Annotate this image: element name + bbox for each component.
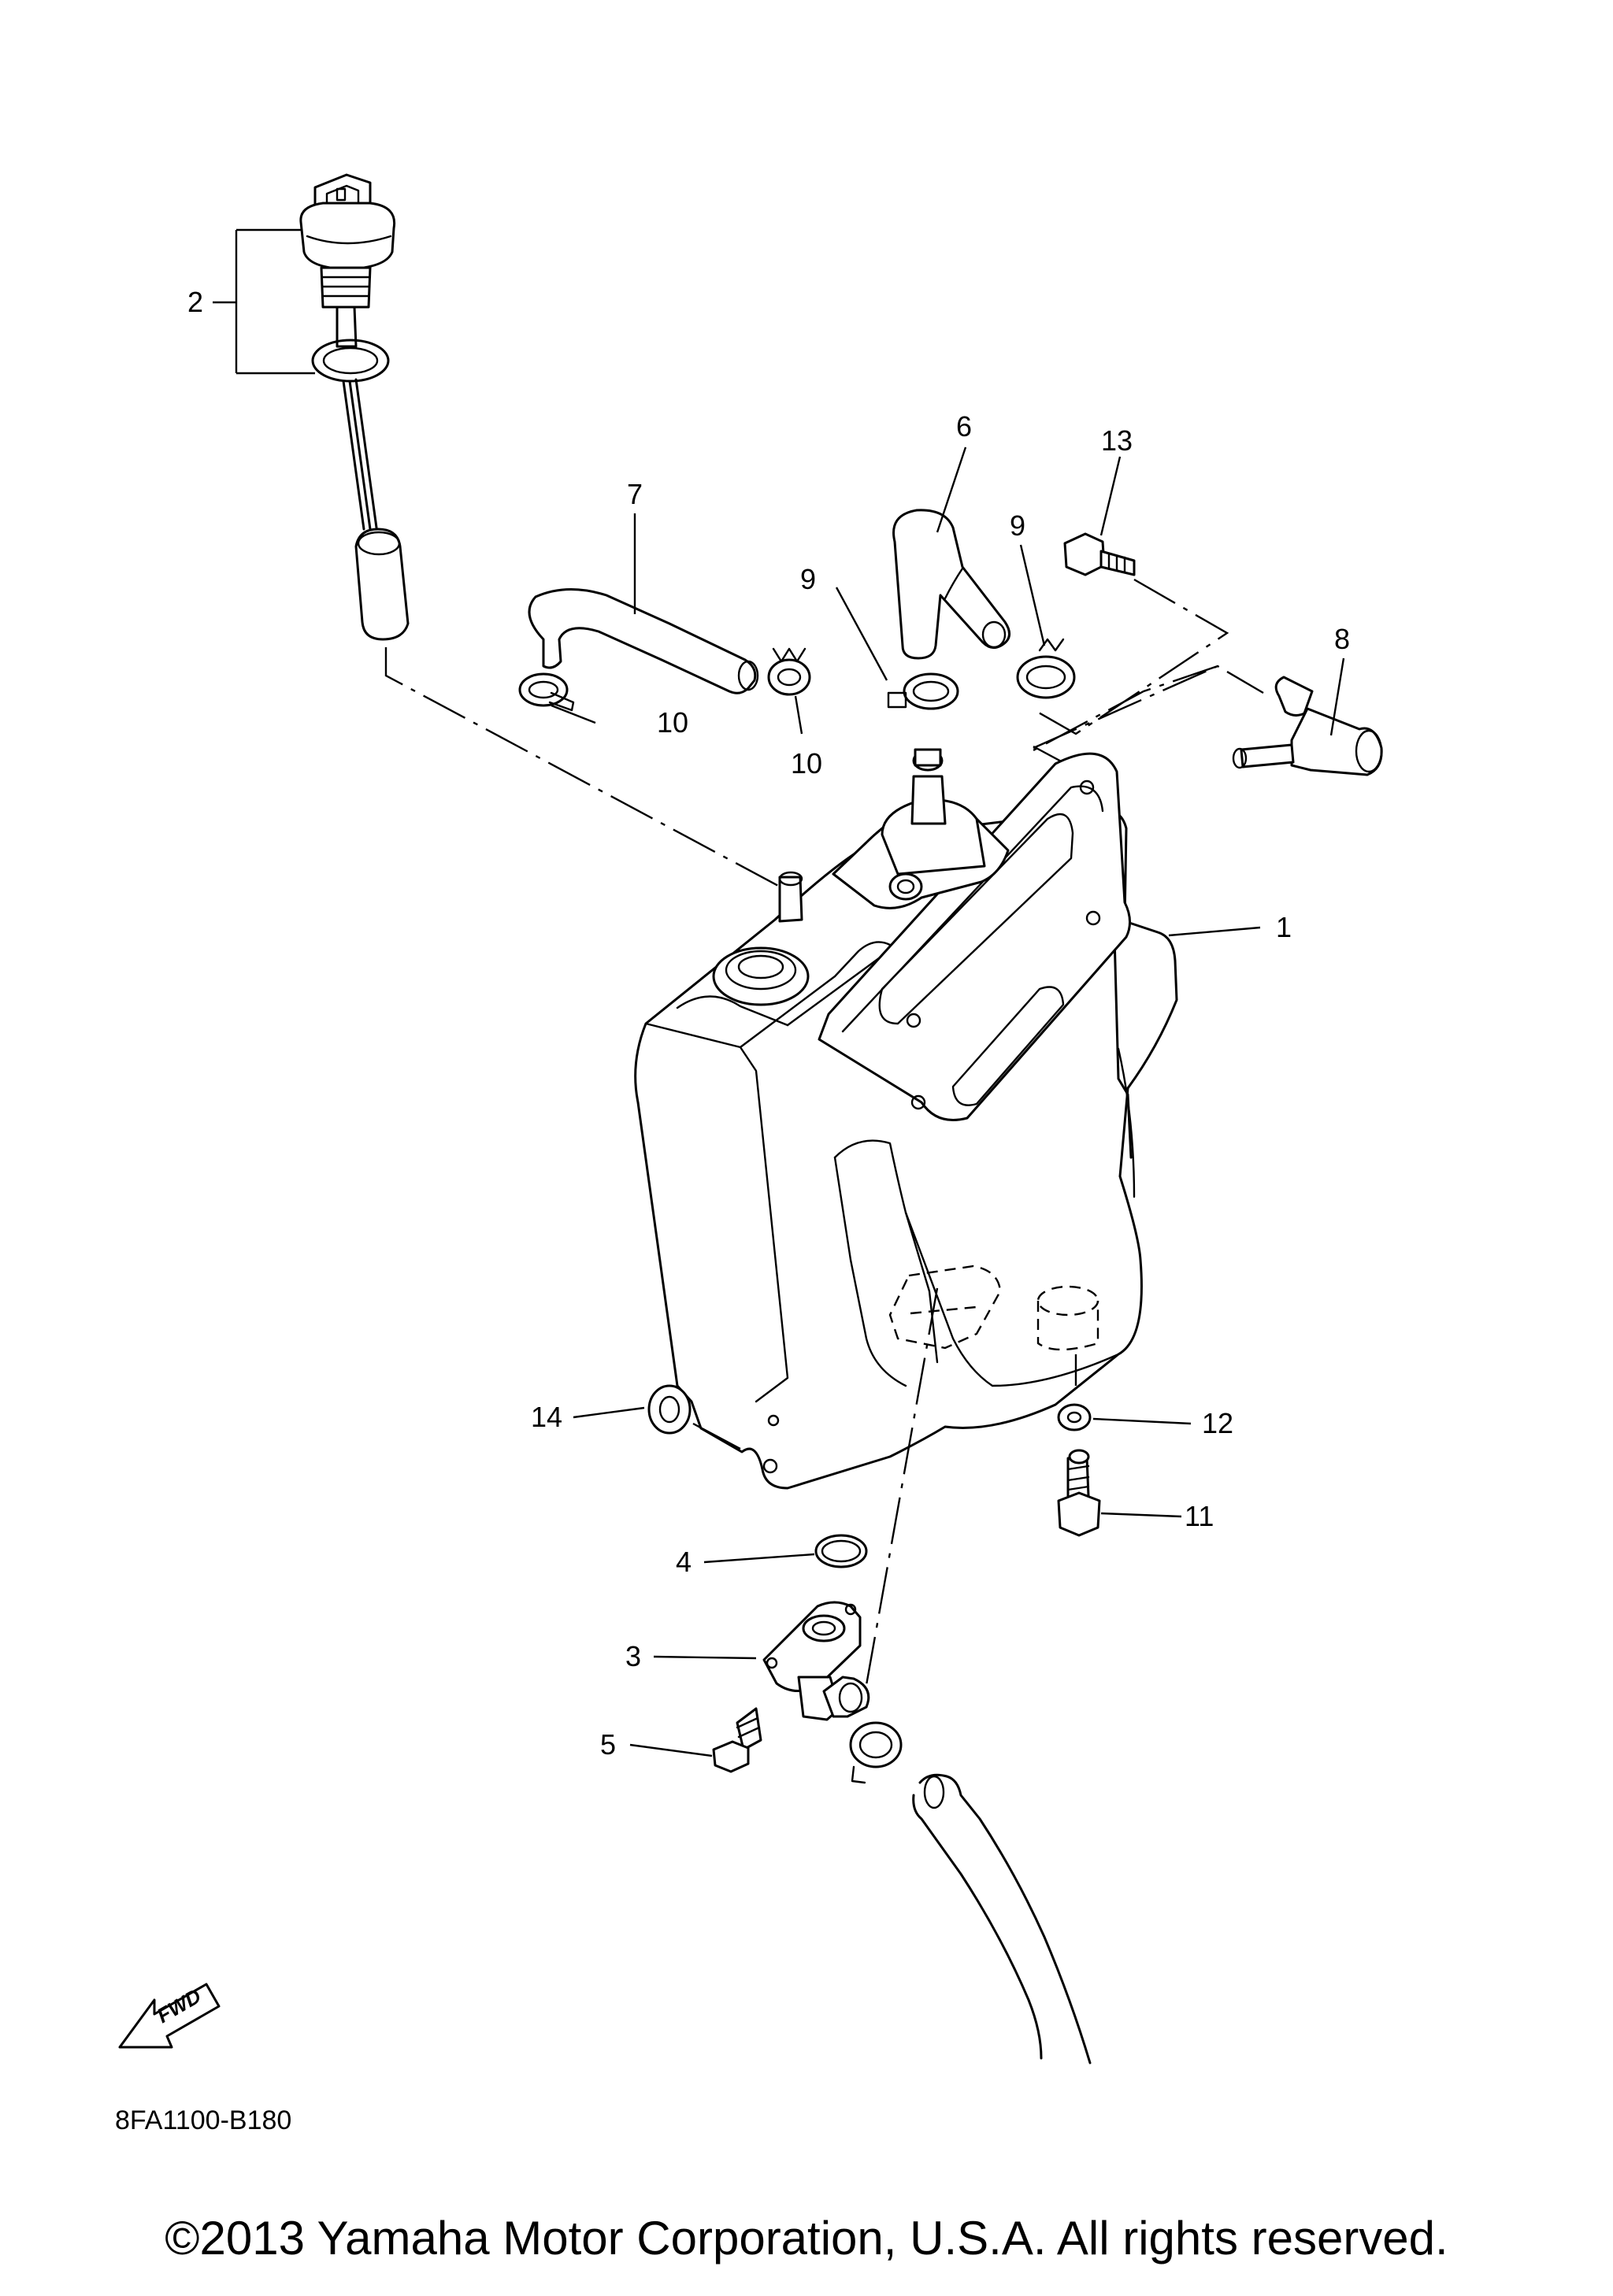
part-10-clip-left xyxy=(518,672,596,724)
callout-2: 2 xyxy=(187,286,203,318)
part-10-clip-right xyxy=(767,647,811,735)
exploded-view: FWD 1 2 3 4 5 6 7 8 9 9 10 10 11 12 13 1… xyxy=(115,173,1383,2135)
part-12-washer xyxy=(1057,1403,1192,1431)
callout-13: 13 xyxy=(1101,424,1133,457)
callout-5: 5 xyxy=(600,1728,616,1761)
callout-11: 11 xyxy=(1185,1500,1214,1532)
callout-7: 7 xyxy=(627,478,643,510)
callout-3: 3 xyxy=(625,1640,641,1672)
part-9-clip-right xyxy=(1016,544,1076,699)
guide-line-connector xyxy=(1030,665,1264,756)
part-8-connector xyxy=(1232,657,1383,776)
part-7-hose xyxy=(528,513,759,694)
callout-12: 12 xyxy=(1202,1407,1233,1439)
callout-10-left: 10 xyxy=(657,706,688,739)
part-1-oil-tank xyxy=(634,748,1261,1490)
copyright-notice: ©2013 Yamaha Motor Corporation, U.S.A. A… xyxy=(165,2212,1448,2265)
part-2-oil-level-sensor xyxy=(213,173,781,913)
callout-9-left: 9 xyxy=(800,563,816,595)
part-5-screw xyxy=(629,1707,762,1773)
callout-4: 4 xyxy=(676,1546,692,1578)
guide-line-fitting xyxy=(865,1287,1077,1686)
guide-line-bolt xyxy=(1031,578,1229,735)
clamp-bottom xyxy=(849,1721,903,1784)
callout-8: 8 xyxy=(1334,623,1350,655)
callout-9-right: 9 xyxy=(1010,509,1025,542)
callout-1: 1 xyxy=(1276,911,1292,943)
diagram-code: 8FA1100-B180 xyxy=(115,2105,291,2135)
part-4-o-ring xyxy=(703,1534,868,1568)
callout-6: 6 xyxy=(956,410,972,443)
part-3-oil-tank-fitting xyxy=(653,1601,870,1721)
part-6-elbow-hose xyxy=(892,446,1010,660)
callout-labels: 1 2 3 4 5 6 7 8 9 9 10 10 11 12 13 14 xyxy=(187,286,1350,1761)
part-13-bolt xyxy=(1063,456,1136,576)
fwd-arrow-icon: FWD xyxy=(118,1983,221,2049)
part-14-grommet xyxy=(573,1384,741,1450)
callout-14: 14 xyxy=(531,1401,562,1433)
hose-bottom xyxy=(912,1773,1092,2065)
part-9-clip-left xyxy=(835,587,959,710)
callout-10-right: 10 xyxy=(791,747,822,780)
part-11-bolt xyxy=(1057,1449,1182,1537)
